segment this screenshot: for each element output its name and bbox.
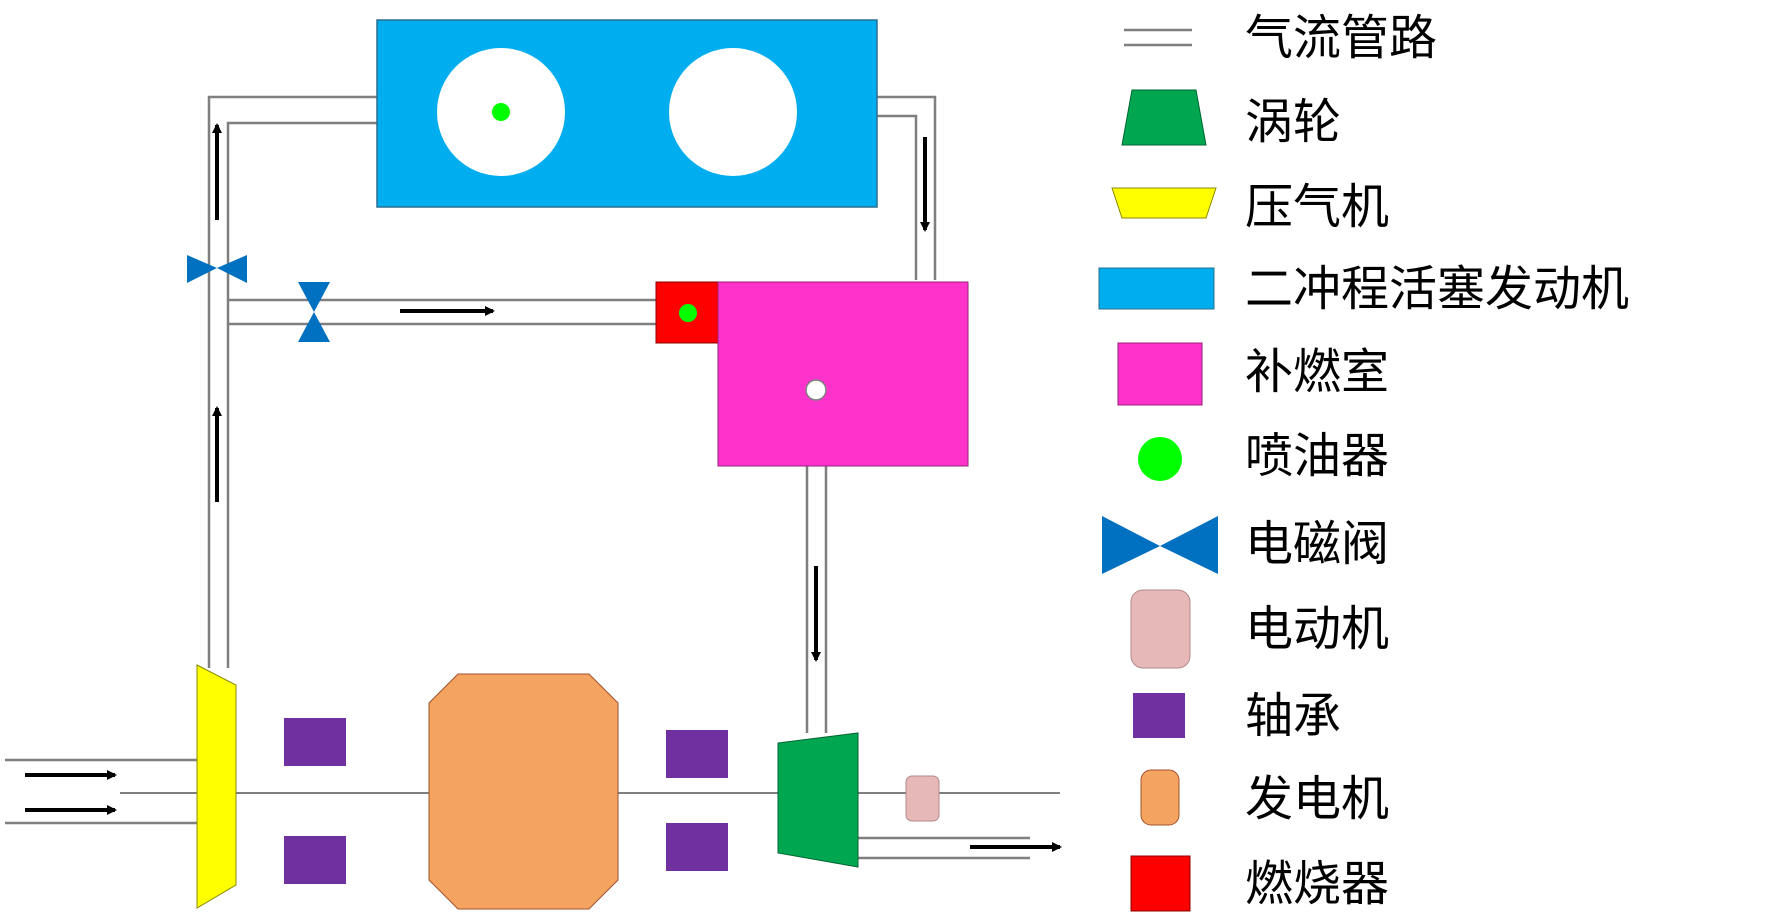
engine-cylinder-2 [669, 48, 797, 176]
legend: 气流管路 涡轮 压气机 二冲程活塞发动机 补燃室 喷油器 电磁阀 电动机 轴承 … [1098, 10, 1629, 912]
legend-label-valve: 电磁阀 [1245, 516, 1389, 572]
bearing [666, 823, 728, 871]
engine-injector [492, 103, 510, 121]
orange-rounded-icon [1140, 769, 1180, 826]
double-line-icon [1124, 28, 1192, 47]
two-stroke-engine [376, 19, 878, 208]
trapezoid-icon [1121, 89, 1207, 146]
bearing [284, 836, 346, 884]
blue-rectangle-icon [1098, 267, 1215, 310]
combustor [655, 281, 719, 344]
solenoid-valve-upper [187, 255, 247, 283]
generator [428, 673, 619, 910]
trapezoid-inverted-icon [1111, 187, 1217, 219]
solenoid-valve-lower [298, 282, 330, 342]
electric-motor [905, 775, 940, 822]
rounded-rect-icon [1130, 589, 1191, 669]
purple-square-icon [1133, 693, 1185, 738]
red-square-icon [1130, 855, 1191, 912]
compressor [196, 664, 237, 909]
legend-label-pipe: 气流管路 [1245, 10, 1437, 66]
bearing [284, 718, 346, 766]
turbine [777, 732, 859, 868]
pink-square-icon [1117, 342, 1203, 406]
bearing [666, 730, 728, 778]
green-dot-icon [1138, 437, 1182, 481]
combustor-injector [679, 304, 697, 322]
bowtie-valve-icon [1102, 516, 1218, 574]
flow-arrows [25, 123, 1062, 852]
legend-label-generator: 发电机 [1245, 771, 1389, 827]
legend-label-afterburner: 补燃室 [1245, 344, 1389, 400]
legend-label-turbine: 涡轮 [1245, 94, 1341, 150]
legend-label-engine: 二冲程活塞发动机 [1245, 261, 1629, 317]
legend-label-bearing: 轴承 [1245, 688, 1341, 744]
legend-label-combustor: 燃烧器 [1245, 856, 1389, 912]
legend-label-motor: 电动机 [1245, 601, 1389, 657]
legend-label-compressor: 压气机 [1245, 179, 1389, 235]
afterburner-chamber [717, 281, 969, 467]
legend-label-injector: 喷油器 [1245, 428, 1389, 484]
